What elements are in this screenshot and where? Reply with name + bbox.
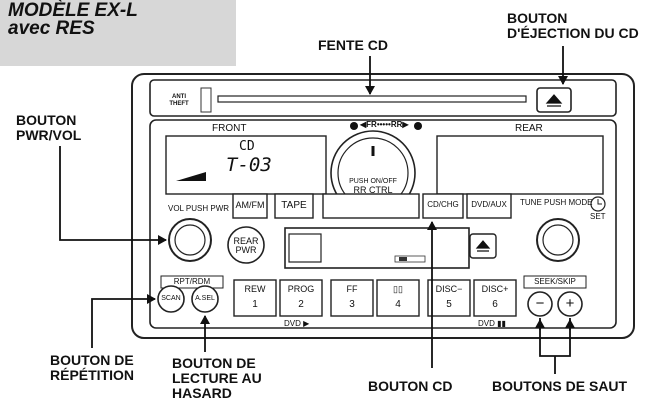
rear-pwr-label: REAR PWR: [228, 237, 264, 255]
disc-logo: [200, 87, 212, 113]
seek-skip-label: SEEK/SKIP: [534, 277, 576, 286]
callout-pwr-vol-line1: BOUTON: [16, 112, 77, 128]
callout-repeat: BOUTON DE RÉPÉTITION: [50, 353, 134, 383]
cd-chg-label: CD/CHG: [427, 200, 459, 209]
eject-icon: [545, 94, 563, 107]
callout-repeat-line1: BOUTON DE: [50, 352, 134, 368]
set-label: SET: [590, 212, 606, 221]
balance-dot-left: [350, 122, 358, 130]
dvd-pause-label: DVD ▮▮: [478, 319, 506, 328]
tape-indicator-fill: [399, 257, 407, 261]
vol-pwr-label: VOL PUSH PWR: [168, 204, 230, 213]
anti-theft-line1: ANTI: [172, 94, 186, 100]
cd-chg-button[interactable]: [422, 193, 464, 219]
tape-button[interactable]: [274, 193, 314, 219]
rear-pwr-button[interactable]: [227, 226, 265, 264]
callout-cd-button: BOUTON CD: [368, 378, 453, 394]
balance-dot-right: [414, 122, 422, 130]
am-fm-label: AM/FM: [235, 200, 265, 210]
dvd-play-label: DVD ▶: [284, 319, 310, 328]
rpt-rdm-label-box: [160, 275, 224, 289]
preset-2-button[interactable]: [279, 279, 323, 317]
preset-3-num: 3: [349, 299, 355, 310]
dvd-aux-label: DVD/AUX: [471, 200, 507, 209]
model-title-line2: avec RES: [8, 18, 95, 39]
anti-theft-line2: THEFT: [169, 101, 189, 107]
tape-door: [288, 233, 322, 263]
scan-button[interactable]: [157, 285, 185, 313]
callout-eject-line1: BOUTON: [507, 10, 568, 26]
preset-6-num: 6: [492, 299, 498, 310]
preset-1-button[interactable]: [233, 279, 277, 317]
preset-3-top: FF: [346, 284, 358, 294]
am-fm-button[interactable]: [232, 193, 268, 219]
rear-label: REAR: [515, 123, 543, 134]
front-display: [165, 135, 327, 195]
rear-pwr-line2: PWR: [235, 245, 257, 255]
display-track: T-03: [226, 154, 272, 176]
minus-label: −: [535, 295, 545, 312]
display-cd: CD: [239, 139, 255, 154]
tune-mode-knob-inner: [542, 224, 574, 256]
front-label: FRONT: [212, 123, 247, 134]
model-header: MODÈLE EX-L avec RES: [0, 0, 236, 66]
callout-pwr-vol: BOUTON PWR/VOL: [16, 113, 81, 143]
preset-5-top: DISC−: [435, 284, 463, 294]
preset-6-top: DISC+: [481, 284, 509, 294]
callout-random-line2: LECTURE AU: [172, 370, 262, 386]
plus-label: +: [565, 295, 575, 312]
rpt-rdm-label: RPT/RDM: [173, 277, 211, 286]
disc-slot: [217, 95, 527, 103]
callout-random: BOUTON DE LECTURE AU HASARD: [172, 356, 262, 401]
callout-repeat-line2: RÉPÉTITION: [50, 367, 135, 383]
knob-label-line2: RR CTRL: [353, 185, 393, 195]
preset-1-num: 1: [252, 299, 258, 310]
preset-6-button[interactable]: [473, 279, 517, 317]
preset-5-num: 5: [446, 299, 452, 310]
preset-4-num: 4: [395, 299, 401, 310]
tape-label: TAPE: [281, 200, 307, 211]
knob-label: PUSH ON/OFF RR CTRL: [343, 177, 403, 195]
knob-label-line1: PUSH ON/OFF: [349, 178, 397, 185]
a-sel-button[interactable]: [191, 285, 219, 313]
preset-4-button[interactable]: [376, 279, 420, 317]
center-button-bar: [322, 193, 420, 219]
preset-2-top: PROG: [287, 284, 315, 294]
anti-theft-label: ANTI THEFT: [166, 94, 192, 108]
preset-3-button[interactable]: [330, 279, 374, 317]
callout-disc-slot: FENTE CD: [318, 37, 388, 53]
volume-bar-icon: [176, 172, 206, 181]
a-sel-label: A.SEL: [195, 295, 215, 302]
scan-label: SCAN: [161, 295, 181, 302]
model-title: MODÈLE EX-L avec RES: [8, 0, 138, 39]
leader-pwr-vol: [59, 146, 167, 245]
callout-random-line3: HASARD: [172, 385, 232, 401]
leader-repeat: [91, 294, 156, 348]
preset-1-top: REW: [244, 284, 266, 294]
callout-skip-buttons: BOUTONS DE SAUT: [492, 378, 628, 394]
rear-display: [436, 135, 604, 195]
preset-2-num: 2: [298, 299, 304, 310]
callout-eject-line2: D'ÉJECTION DU CD: [507, 25, 639, 41]
preset-4-top: ▯▯: [393, 284, 403, 294]
model-title-line1: MODÈLE EX-L: [8, 0, 138, 21]
balance-label: ◀FR•••••RR▶: [360, 120, 409, 129]
dvd-aux-button[interactable]: [466, 193, 512, 219]
tape-indicator: [394, 255, 426, 263]
pwr-vol-knob-inner: [174, 224, 206, 256]
seek-plus-button[interactable]: [557, 291, 583, 317]
tune-mode-label: TUNE PUSH MODE: [520, 198, 593, 207]
preset-5-button[interactable]: [427, 279, 471, 317]
callout-pwr-vol-line2: PWR/VOL: [16, 127, 82, 143]
clock-hands: [597, 199, 602, 205]
callout-eject: BOUTON D'ÉJECTION DU CD: [507, 11, 639, 41]
rear-pwr-line1: REAR: [233, 236, 259, 246]
tape-eject-icon: [475, 240, 491, 252]
callout-random-line1: BOUTON DE: [172, 355, 256, 371]
seek-minus-button[interactable]: [527, 291, 553, 317]
seek-skip-label-box: [523, 275, 587, 289]
